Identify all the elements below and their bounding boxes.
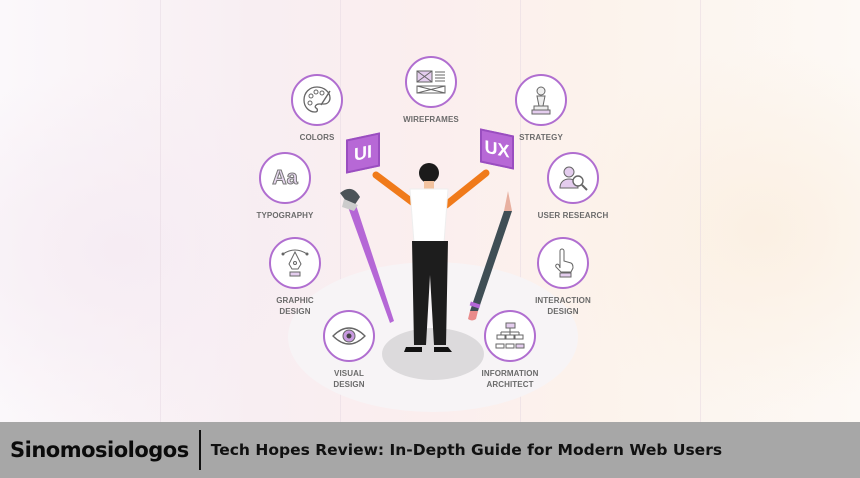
chess-pawn-icon <box>531 86 551 115</box>
divider <box>700 0 701 422</box>
pen-tool-icon <box>281 249 309 277</box>
node-interaction-design: INTERACTION DESIGN <box>508 237 618 317</box>
typography-icon: Aa <box>272 166 299 189</box>
site-brand[interactable]: Sinomosiologos <box>10 438 189 462</box>
footer-banner: Sinomosiologos Tech Hopes Review: In-Dep… <box>0 422 860 478</box>
person-figure <box>372 163 490 352</box>
node-label: GRAPHIC DESIGN <box>276 296 314 316</box>
pencil-icon <box>468 191 512 321</box>
node-label: STRATEGY <box>519 133 563 142</box>
node-graphic-design: GRAPHIC DESIGN <box>240 237 350 317</box>
node-wireframes: WIREFRAMES <box>376 56 486 125</box>
divider <box>160 0 161 422</box>
node-label: TYPOGRAPHY <box>256 211 314 220</box>
pointer-hand-icon <box>555 248 574 278</box>
node-typography: Aa TYPOGRAPHY <box>230 152 340 221</box>
node-label: USER RESEARCH <box>537 211 609 220</box>
node-information-architect: INFORMATION ARCHITECT <box>455 310 565 390</box>
floor-shadow <box>382 328 484 380</box>
hero-illustration: COLORS WIREFRAMES STRATEGY Aa TYPOGRAPHY… <box>0 0 860 422</box>
node-label: COLORS <box>299 133 335 142</box>
node-strategy: STRATEGY <box>486 74 596 143</box>
node-label: INTERACTION DESIGN <box>535 296 591 316</box>
node-label: INFORMATION ARCHITECT <box>481 369 539 389</box>
node-label: WIREFRAMES <box>403 115 459 124</box>
divider <box>198 430 201 470</box>
node-user-research: USER RESEARCH <box>518 152 628 221</box>
node-visual-design: VISUAL DESIGN <box>294 310 404 390</box>
paintbrush-icon <box>340 188 394 323</box>
palette-icon <box>303 86 331 113</box>
node-label: VISUAL DESIGN <box>333 369 365 389</box>
article-title[interactable]: Tech Hopes Review: In-Depth Guide for Mo… <box>210 441 723 459</box>
user-search-icon <box>559 166 588 191</box>
eye-icon <box>332 327 366 345</box>
divider <box>520 0 521 422</box>
divider <box>340 0 341 422</box>
sitemap-icon <box>495 322 525 349</box>
node-colors: COLORS <box>262 74 372 143</box>
wireframe-icon <box>416 70 446 94</box>
